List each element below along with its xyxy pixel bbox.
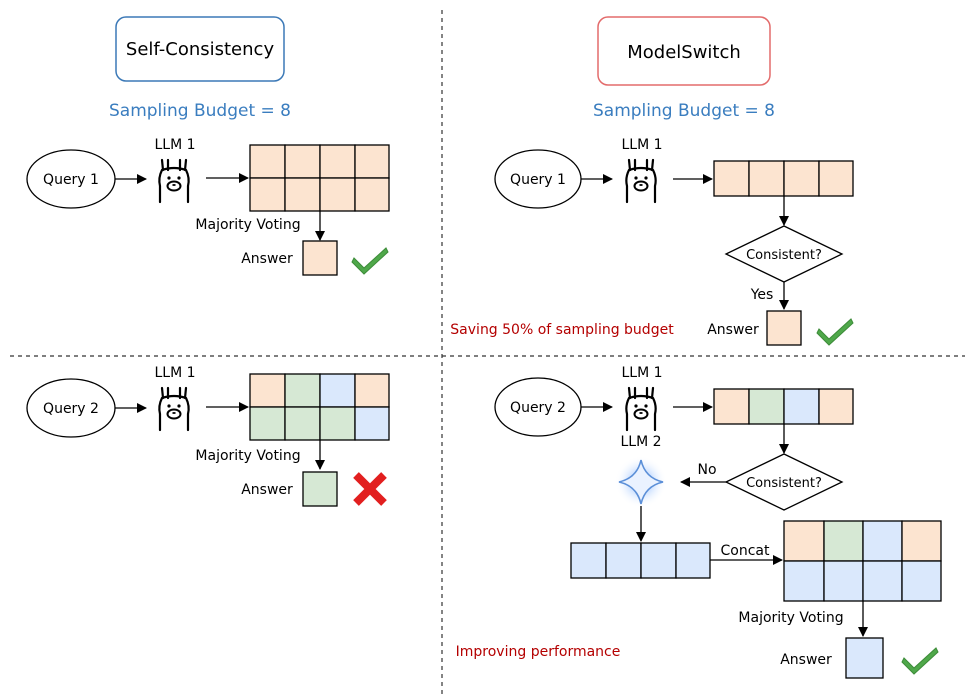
right-top-sample-row	[713, 160, 854, 197]
right-bottom-note: Improving performance	[456, 644, 621, 660]
right-bottom-llm1-label: LLM 1	[621, 365, 662, 381]
left-top-llama-icon	[158, 158, 190, 204]
left-top-answer-box	[302, 240, 338, 276]
left-bottom-sample-grid	[249, 373, 390, 441]
modelswitch-title-box	[597, 16, 771, 86]
left-bottom-majority-voting: Majority Voting	[195, 448, 300, 464]
left-sampling-budget: Sampling Budget = 8	[109, 101, 291, 121]
right-top-llama-icon	[625, 158, 657, 204]
left-bottom-llm-label: LLM 1	[154, 365, 195, 381]
right-top-yes-label: Yes	[750, 287, 774, 303]
right-bottom-llm2-label: LLM 2	[620, 434, 661, 450]
left-bottom-answer-label: Answer	[241, 482, 293, 498]
left-query1-label: Query 1	[43, 172, 99, 188]
right-bottom-sample-row	[713, 388, 854, 425]
left-top-sample-grid	[249, 144, 390, 212]
right-bottom-majority-voting: Majority Voting	[738, 610, 843, 626]
self-consistency-title-box	[115, 16, 285, 82]
modelswitch-title: ModelSwitch	[627, 42, 741, 63]
gemini-star-icon	[615, 456, 667, 508]
right-top-llm-label: LLM 1	[621, 137, 662, 153]
left-top-majority-voting: Majority Voting	[195, 217, 300, 233]
right-bottom-answer-label: Answer	[780, 652, 832, 668]
right-sampling-budget: Sampling Budget = 8	[593, 101, 775, 121]
left-bottom-llama-icon	[158, 386, 190, 432]
right-top-answer-label: Answer	[707, 322, 759, 338]
right-top-decision-label: Consistent?	[746, 248, 822, 263]
right-bottom-decision-diamond	[724, 453, 844, 511]
right-bottom-decision-label: Consistent?	[746, 476, 822, 491]
right-query1-label: Query 1	[510, 172, 566, 188]
left-top-llm-label: LLM 1	[154, 137, 195, 153]
left-top-check-icon	[351, 247, 389, 275]
left-top-answer-label: Answer	[241, 251, 293, 267]
self-consistency-title: Self-Consistency	[126, 39, 275, 60]
right-bottom-no-label: No	[697, 462, 716, 478]
right-bottom-concat-label: Concat	[721, 543, 770, 559]
right-bottom-check-icon	[901, 647, 939, 675]
left-bottom-answer-box	[302, 471, 338, 507]
right-bottom-llm2-sample-row	[570, 542, 711, 579]
right-bottom-combined-grid	[783, 520, 942, 602]
right-top-answer-box	[766, 310, 802, 346]
right-top-check-icon	[816, 318, 854, 346]
right-top-note: Saving 50% of sampling budget	[450, 322, 674, 338]
left-bottom-cross-icon	[356, 475, 384, 503]
right-bottom-llama-icon	[625, 386, 657, 432]
left-query2-label: Query 2	[43, 401, 99, 417]
right-bottom-answer-box	[845, 637, 884, 679]
right-query2-label: Query 2	[510, 400, 566, 416]
